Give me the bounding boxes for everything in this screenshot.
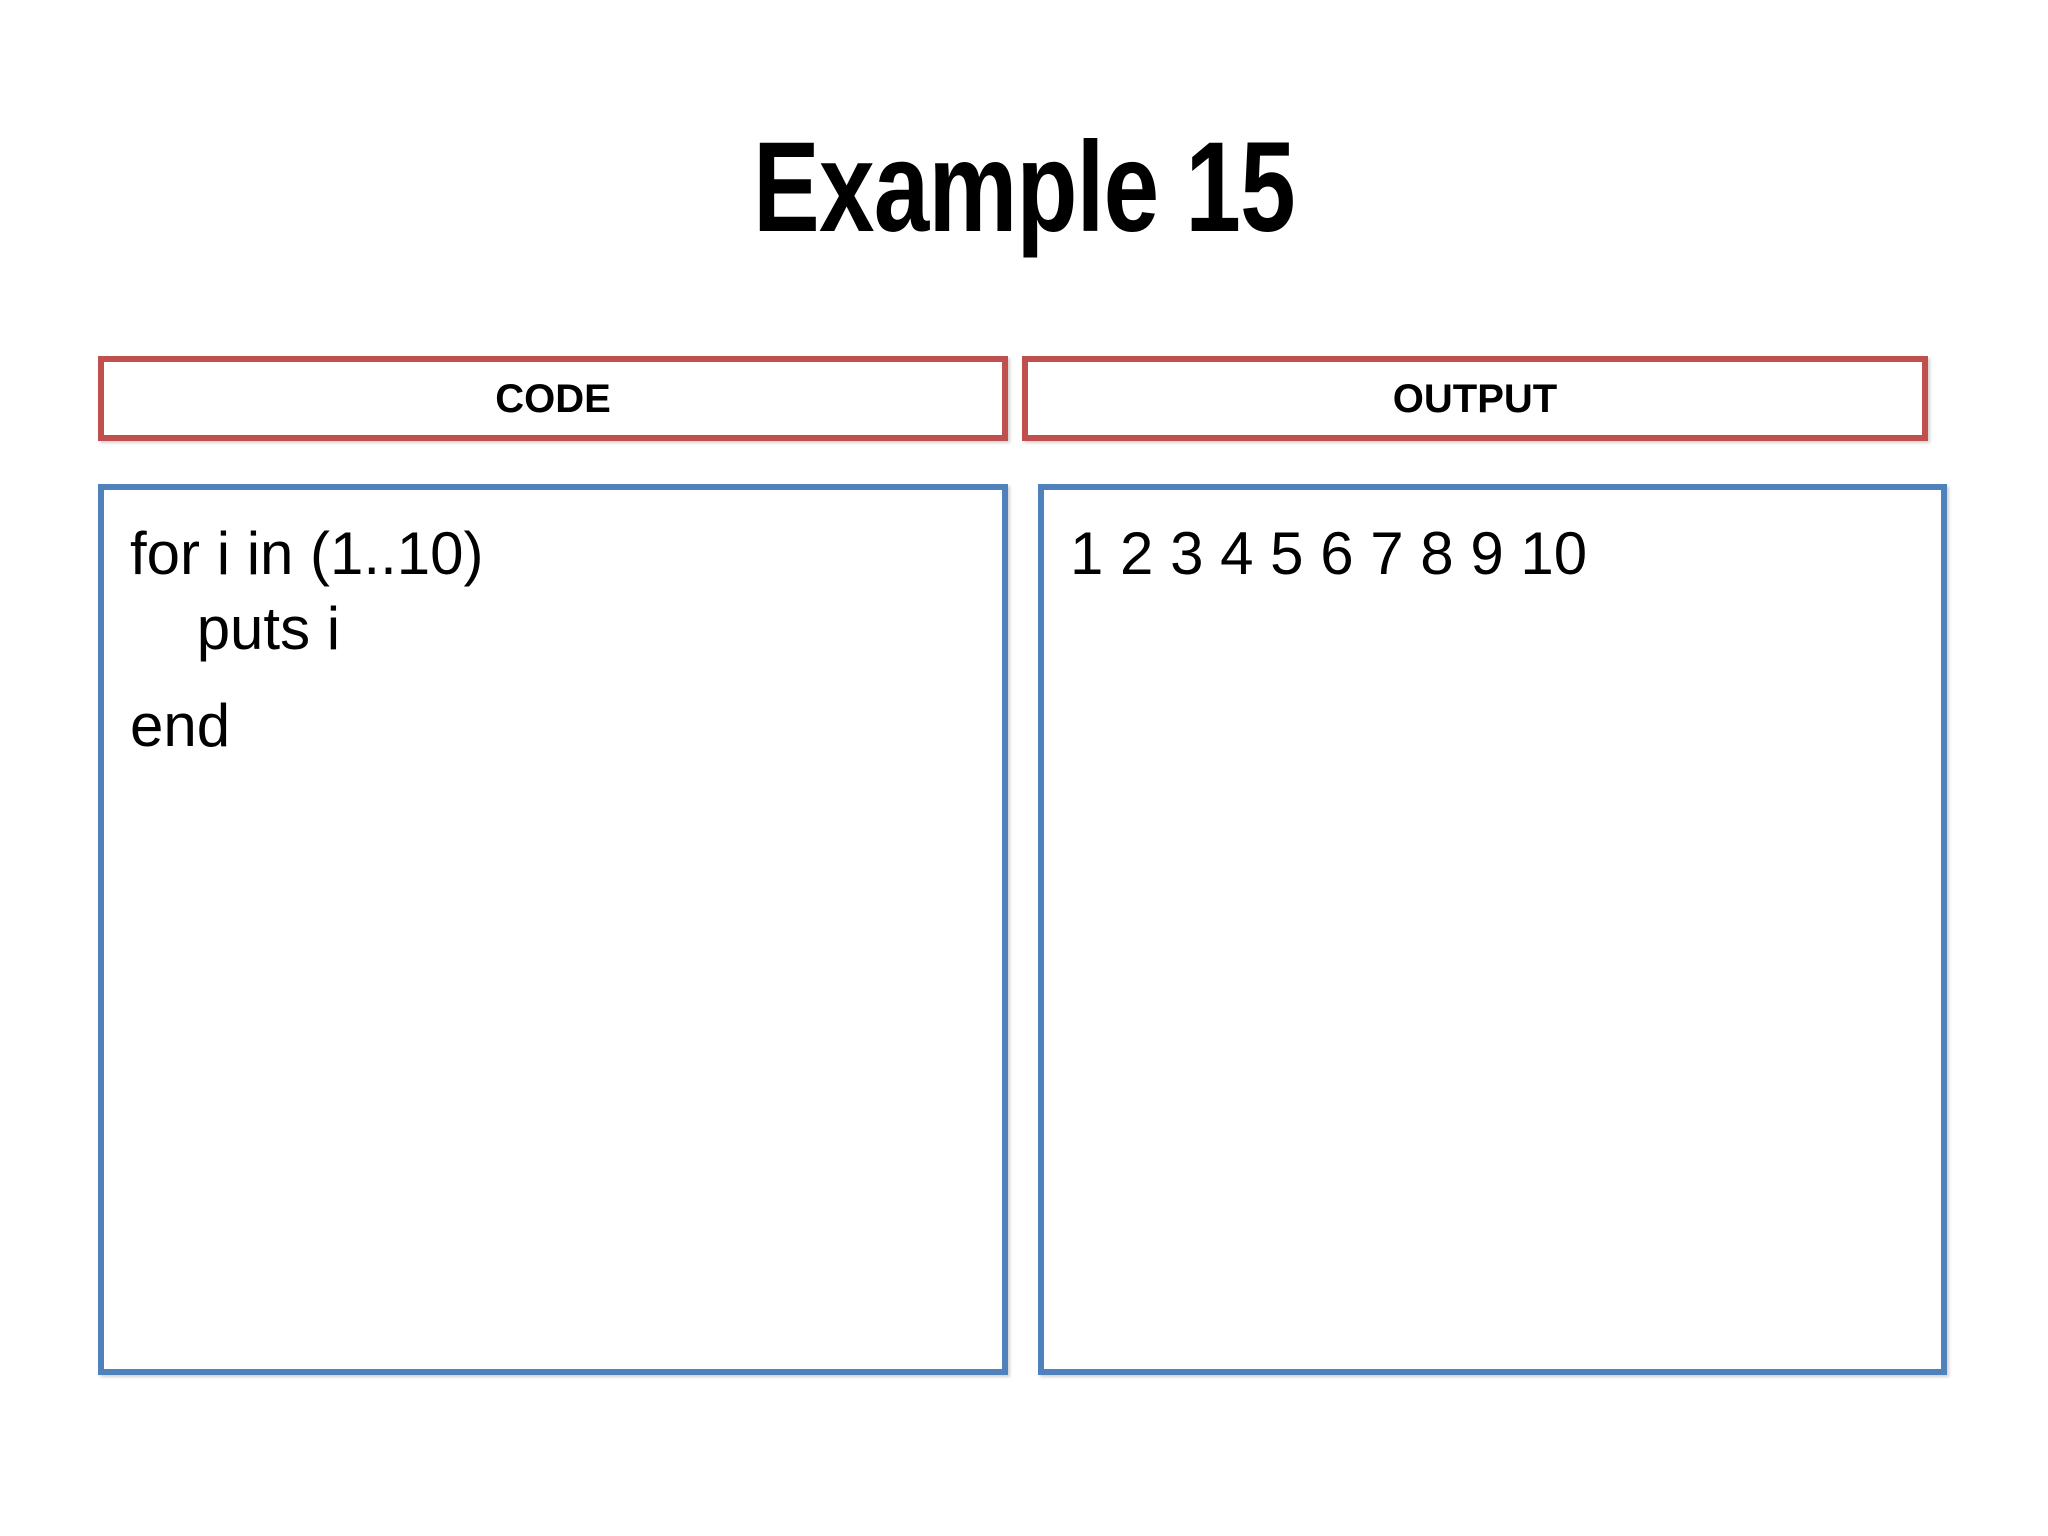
page-title: Example 15 <box>753 116 1295 259</box>
code-line: end <box>130 692 231 759</box>
code-header-box: CODE <box>98 356 1008 441</box>
output-panel: 1 2 3 4 5 6 7 8 9 10 <box>1038 484 1947 1375</box>
code-line: puts i <box>130 595 341 662</box>
output-header-label: OUTPUT <box>1392 376 1558 421</box>
code-panel: for i in (1..10) puts i end <box>98 484 1008 1375</box>
code-line: for i in (1..10) <box>130 520 484 587</box>
code-header-label: CODE <box>495 376 611 421</box>
output-text: 1 2 3 4 5 6 7 8 9 10 <box>1070 520 1588 587</box>
output-header-box: OUTPUT <box>1022 356 1928 441</box>
